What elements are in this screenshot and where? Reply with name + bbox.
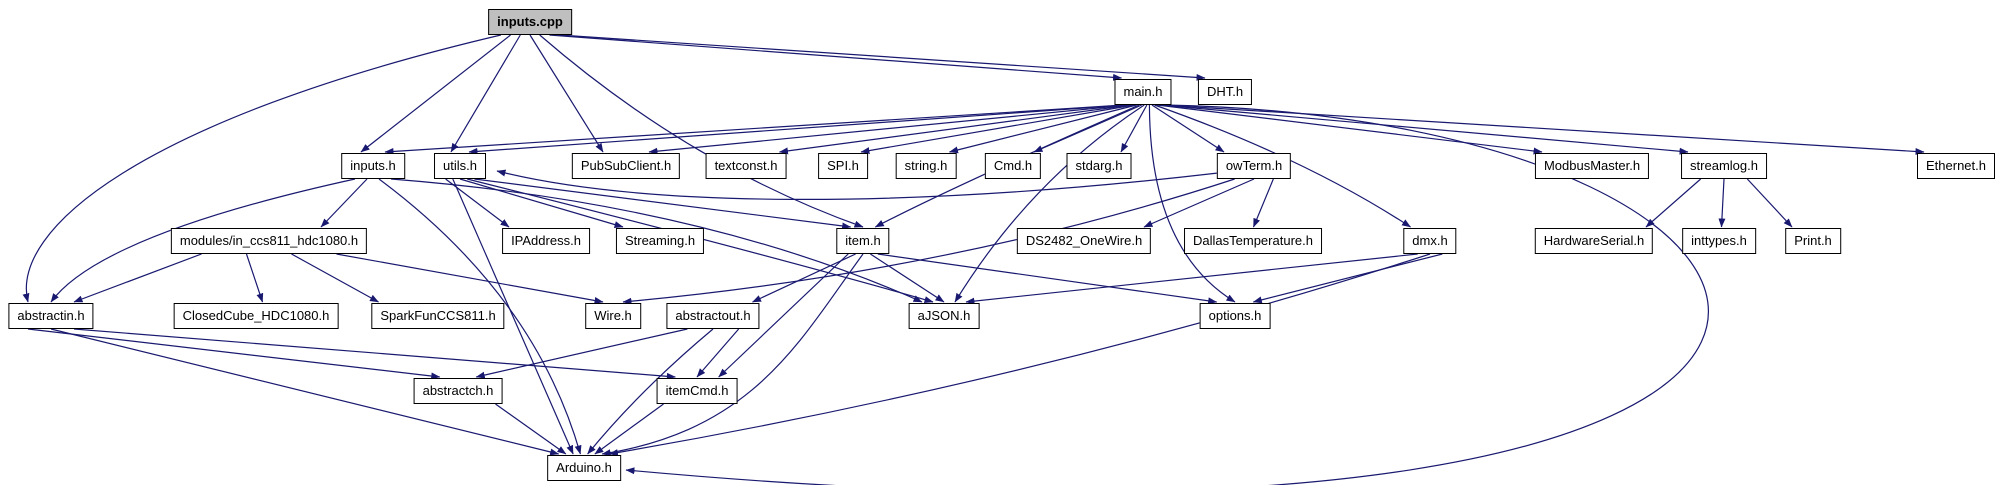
edge-owterm-h-to-wire-h <box>622 178 1235 305</box>
node-abstractout-h[interactable]: abstractout.h <box>666 303 760 329</box>
edge-item-h-to-abstractout-h <box>752 253 856 303</box>
edge-utils-h-to-item-h <box>474 178 852 230</box>
edge-abstractout-h-to-itemcmd-h <box>696 328 740 378</box>
edge-main-h-to-stdarg-h <box>1120 104 1148 153</box>
edge-main-h-to-item-h <box>874 104 1140 228</box>
node-wire-h[interactable]: Wire.h <box>585 303 641 329</box>
node-textconst-h[interactable]: textconst.h <box>705 153 787 179</box>
node-utils-h[interactable]: utils.h <box>434 153 486 179</box>
node-ajson-h[interactable]: aJSON.h <box>908 303 980 329</box>
edge-inputs-h-to-arduino-h <box>378 178 582 455</box>
edge-item-h-to-arduino-h <box>601 253 864 457</box>
node-abstractin-h[interactable]: abstractin.h <box>8 303 94 329</box>
node-options-h[interactable]: options.h <box>1199 303 1271 329</box>
edge-main-h-to-options-h <box>1148 104 1236 303</box>
edge-utils-h-to-streaming-h <box>459 178 624 228</box>
node-dmx-h[interactable]: dmx.h <box>1403 228 1457 254</box>
edge-streamlog-h-to-print-h <box>1746 178 1793 228</box>
node-spi-h[interactable]: SPI.h <box>818 153 868 179</box>
edge-item-h-to-ajson-h <box>870 253 945 303</box>
node-hardwareserial-h[interactable]: HardwareSerial.h <box>1534 228 1654 254</box>
node-sparkfunccs811-h[interactable]: SparkFunCCS811.h <box>371 303 505 329</box>
edge-modules-in-ccs811-hdc1080-h-to-wire-h <box>336 253 604 304</box>
edge-abstractin-h-to-arduino-h <box>50 328 560 456</box>
node-itemcmd-h[interactable]: itemCmd.h <box>656 378 738 404</box>
node-dht-h[interactable]: DHT.h <box>1197 79 1253 105</box>
edge-inputs-cpp-to-main-h <box>549 34 1122 81</box>
edge-utils-h-to-arduino-h <box>452 178 574 455</box>
edge-main-h-to-pubsubclient-h <box>648 104 1129 155</box>
edge-dmx-h-to-ajson-h <box>965 253 1418 305</box>
edge-abstractout-h-to-abstractch-h <box>475 328 688 379</box>
node-main-h[interactable]: main.h <box>1114 79 1172 105</box>
edge-inputs-cpp-to-abstractin-h <box>22 34 501 303</box>
edge-main-h-to-ajson-h <box>954 104 1145 303</box>
node-inttypes-h[interactable]: inttypes.h <box>1682 228 1756 254</box>
edge-utils-h-to-ipaddress-h <box>445 178 510 228</box>
edge-main-h-to-dmx-h <box>1154 104 1411 228</box>
edge-owterm-h-to-utils-h <box>496 169 1219 201</box>
edge-inputs-h-to-ajson-h <box>390 178 923 303</box>
node-ds2482-onewire-h[interactable]: DS2482_OneWire.h <box>1016 228 1152 254</box>
node-modules-in-ccs811-hdc1080-h[interactable]: modules/in_ccs811_hdc1080.h <box>170 228 368 254</box>
edge-inputs-cpp-to-utils-h <box>450 34 521 153</box>
edge-modules-in-ccs811-hdc1080-h-to-sparkfunccs811-h <box>291 253 379 303</box>
edge-modules-in-ccs811-hdc1080-h-to-closedcube-hdc1080-h <box>245 253 264 303</box>
edge-item-h-to-options-h <box>877 253 1218 305</box>
edge-abstractin-h-to-abstractch-h <box>27 328 441 380</box>
edge-main-h-to-owterm-h <box>1151 104 1225 153</box>
node-stdarg-h[interactable]: stdarg.h <box>1066 153 1132 179</box>
node-ipaddress-h[interactable]: IPAddress.h <box>502 228 590 254</box>
edge-main-h-to-inputs-h <box>384 104 1124 155</box>
node-streaming-h[interactable]: Streaming.h <box>615 228 705 254</box>
edge-inputs-cpp-to-inputs-h <box>360 34 511 153</box>
edge-abstractin-h-to-itemcmd-h <box>73 328 676 380</box>
edge-item-h-to-itemcmd-h <box>718 253 849 378</box>
edge-inputs-cpp-to-pubsubclient-h <box>529 34 604 153</box>
node-print-h[interactable]: Print.h <box>1785 228 1841 254</box>
node-item-h[interactable]: item.h <box>836 228 890 254</box>
node-streamlog-h[interactable]: streamlog.h <box>1681 153 1767 179</box>
edge-main-h-to-modbusmaster-h <box>1157 104 1543 155</box>
edge-main-h-to-ethernet-h <box>1162 104 1925 155</box>
edge-modules-in-ccs811-hdc1080-h-to-abstractin-h <box>73 253 202 303</box>
node-arduino-h[interactable]: Arduino.h <box>547 455 621 481</box>
node-pubsubclient-h[interactable]: PubSubClient.h <box>571 153 681 179</box>
node-inputs-h[interactable]: inputs.h <box>341 153 405 179</box>
node-inputs-cpp[interactable]: inputs.cpp <box>488 9 572 35</box>
node-dallastemperature-h[interactable]: DallasTemperature.h <box>1184 228 1322 254</box>
edge-abstractch-h-to-arduino-h <box>495 403 567 455</box>
edge-abstractout-h-to-arduino-h <box>587 328 714 455</box>
edge-inputs-h-to-abstractin-h <box>50 178 356 303</box>
edge-itemcmd-h-to-arduino-h <box>594 403 664 455</box>
node-closedcube-hdc1080-h[interactable]: ClosedCube_HDC1080.h <box>173 303 339 329</box>
node-abstractch-h[interactable]: abstractch.h <box>413 378 503 404</box>
edge-streamlog-h-to-inttypes-h <box>1718 178 1726 228</box>
edge-inputs-cpp-to-dht-h <box>559 34 1206 81</box>
edge-main-h-to-streamlog-h <box>1159 104 1689 155</box>
node-owterm-h[interactable]: owTerm.h <box>1216 153 1292 179</box>
node-ethernet-h[interactable]: Ethernet.h <box>1917 153 1995 179</box>
edge-main-h-to-arduino-h <box>625 104 1709 485</box>
edge-main-h-to-spi-h <box>860 104 1135 155</box>
edge-streamlog-h-to-hardwareserial-h <box>1645 178 1702 228</box>
edge-dmx-h-to-arduino-h <box>608 253 1431 457</box>
edge-utils-h-to-ajson-h <box>467 178 934 304</box>
edge-owterm-h-to-dallastemperature-h <box>1252 178 1274 228</box>
edge-inputs-cpp-to-item-h <box>539 34 864 228</box>
edge-inputs-h-to-modules-in-ccs811-hdc1080-h <box>320 178 368 228</box>
node-cmd-h[interactable]: Cmd.h <box>984 153 1042 179</box>
edge-owterm-h-to-ds2482-onewire-h <box>1143 178 1255 228</box>
edge-dmx-h-to-options-h <box>1252 253 1443 304</box>
edge-main-h-to-string-h <box>949 104 1137 154</box>
edge-main-h-to-utils-h <box>468 104 1127 155</box>
node-modbusmaster-h[interactable]: ModbusMaster.h <box>1534 153 1650 179</box>
edge-main-h-to-textconst-h <box>779 104 1132 155</box>
node-string-h[interactable]: string.h <box>895 153 957 179</box>
